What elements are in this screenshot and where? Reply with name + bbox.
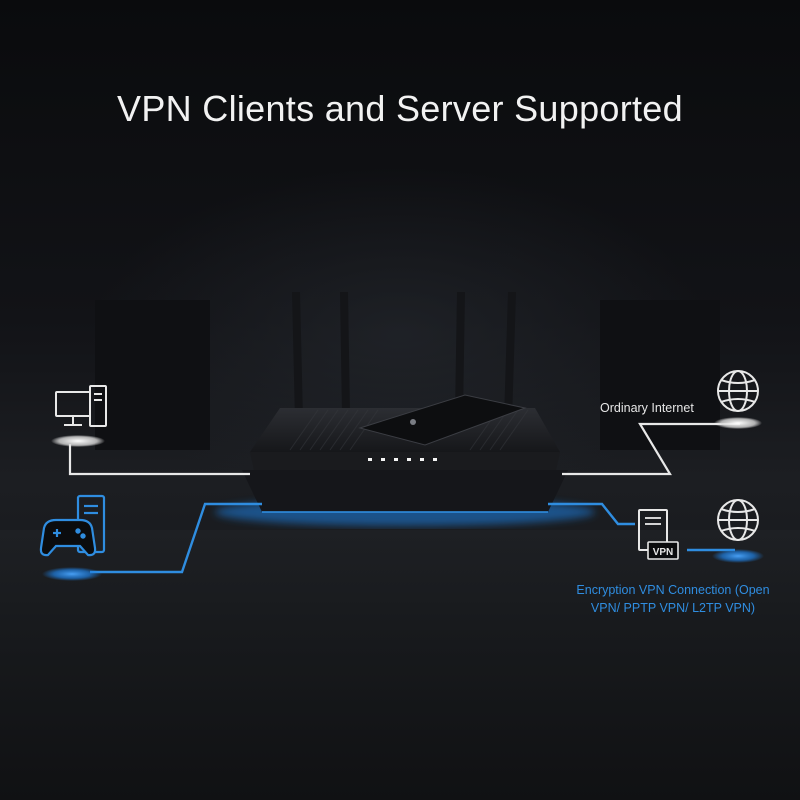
globe-icon-ordinary	[717, 370, 759, 412]
encryption-vpn-label-line2: VPN/ PPTP VPN/ L2TP VPN)	[590, 601, 756, 615]
ordinary-internet-label: Ordinary Internet	[600, 401, 694, 415]
vpn-globe-pad	[712, 549, 764, 563]
desktop-computer-icon	[55, 385, 107, 427]
internet-pad	[714, 417, 762, 429]
floor	[0, 530, 800, 800]
router-to-vpn-server-line	[548, 502, 635, 526]
router-antennas	[292, 292, 516, 420]
gamepad-pad	[42, 567, 102, 581]
vpn-server-icon: VPN	[638, 509, 679, 560]
gamepad-to-router-vpn-line	[90, 502, 262, 574]
ordinary-connection-lines	[68, 422, 740, 476]
game-controller-icon	[39, 494, 106, 557]
desktop-to-router-line	[68, 444, 250, 476]
desktop-pad	[51, 435, 105, 447]
background-block-left	[95, 300, 210, 450]
headline: VPN Clients and Server Supported	[117, 88, 683, 129]
router	[242, 394, 568, 513]
vpn-badge-label: VPN	[653, 547, 674, 558]
router-to-internet-line	[562, 422, 740, 476]
encryption-vpn-label-line1: Encryption VPN Connection (Open	[576, 583, 770, 597]
globe-icon-vpn	[717, 499, 759, 541]
vpn-badge	[647, 541, 679, 560]
encryption-vpn-label: Encryption VPN Connection (Open VPN/ PPT…	[548, 581, 798, 617]
